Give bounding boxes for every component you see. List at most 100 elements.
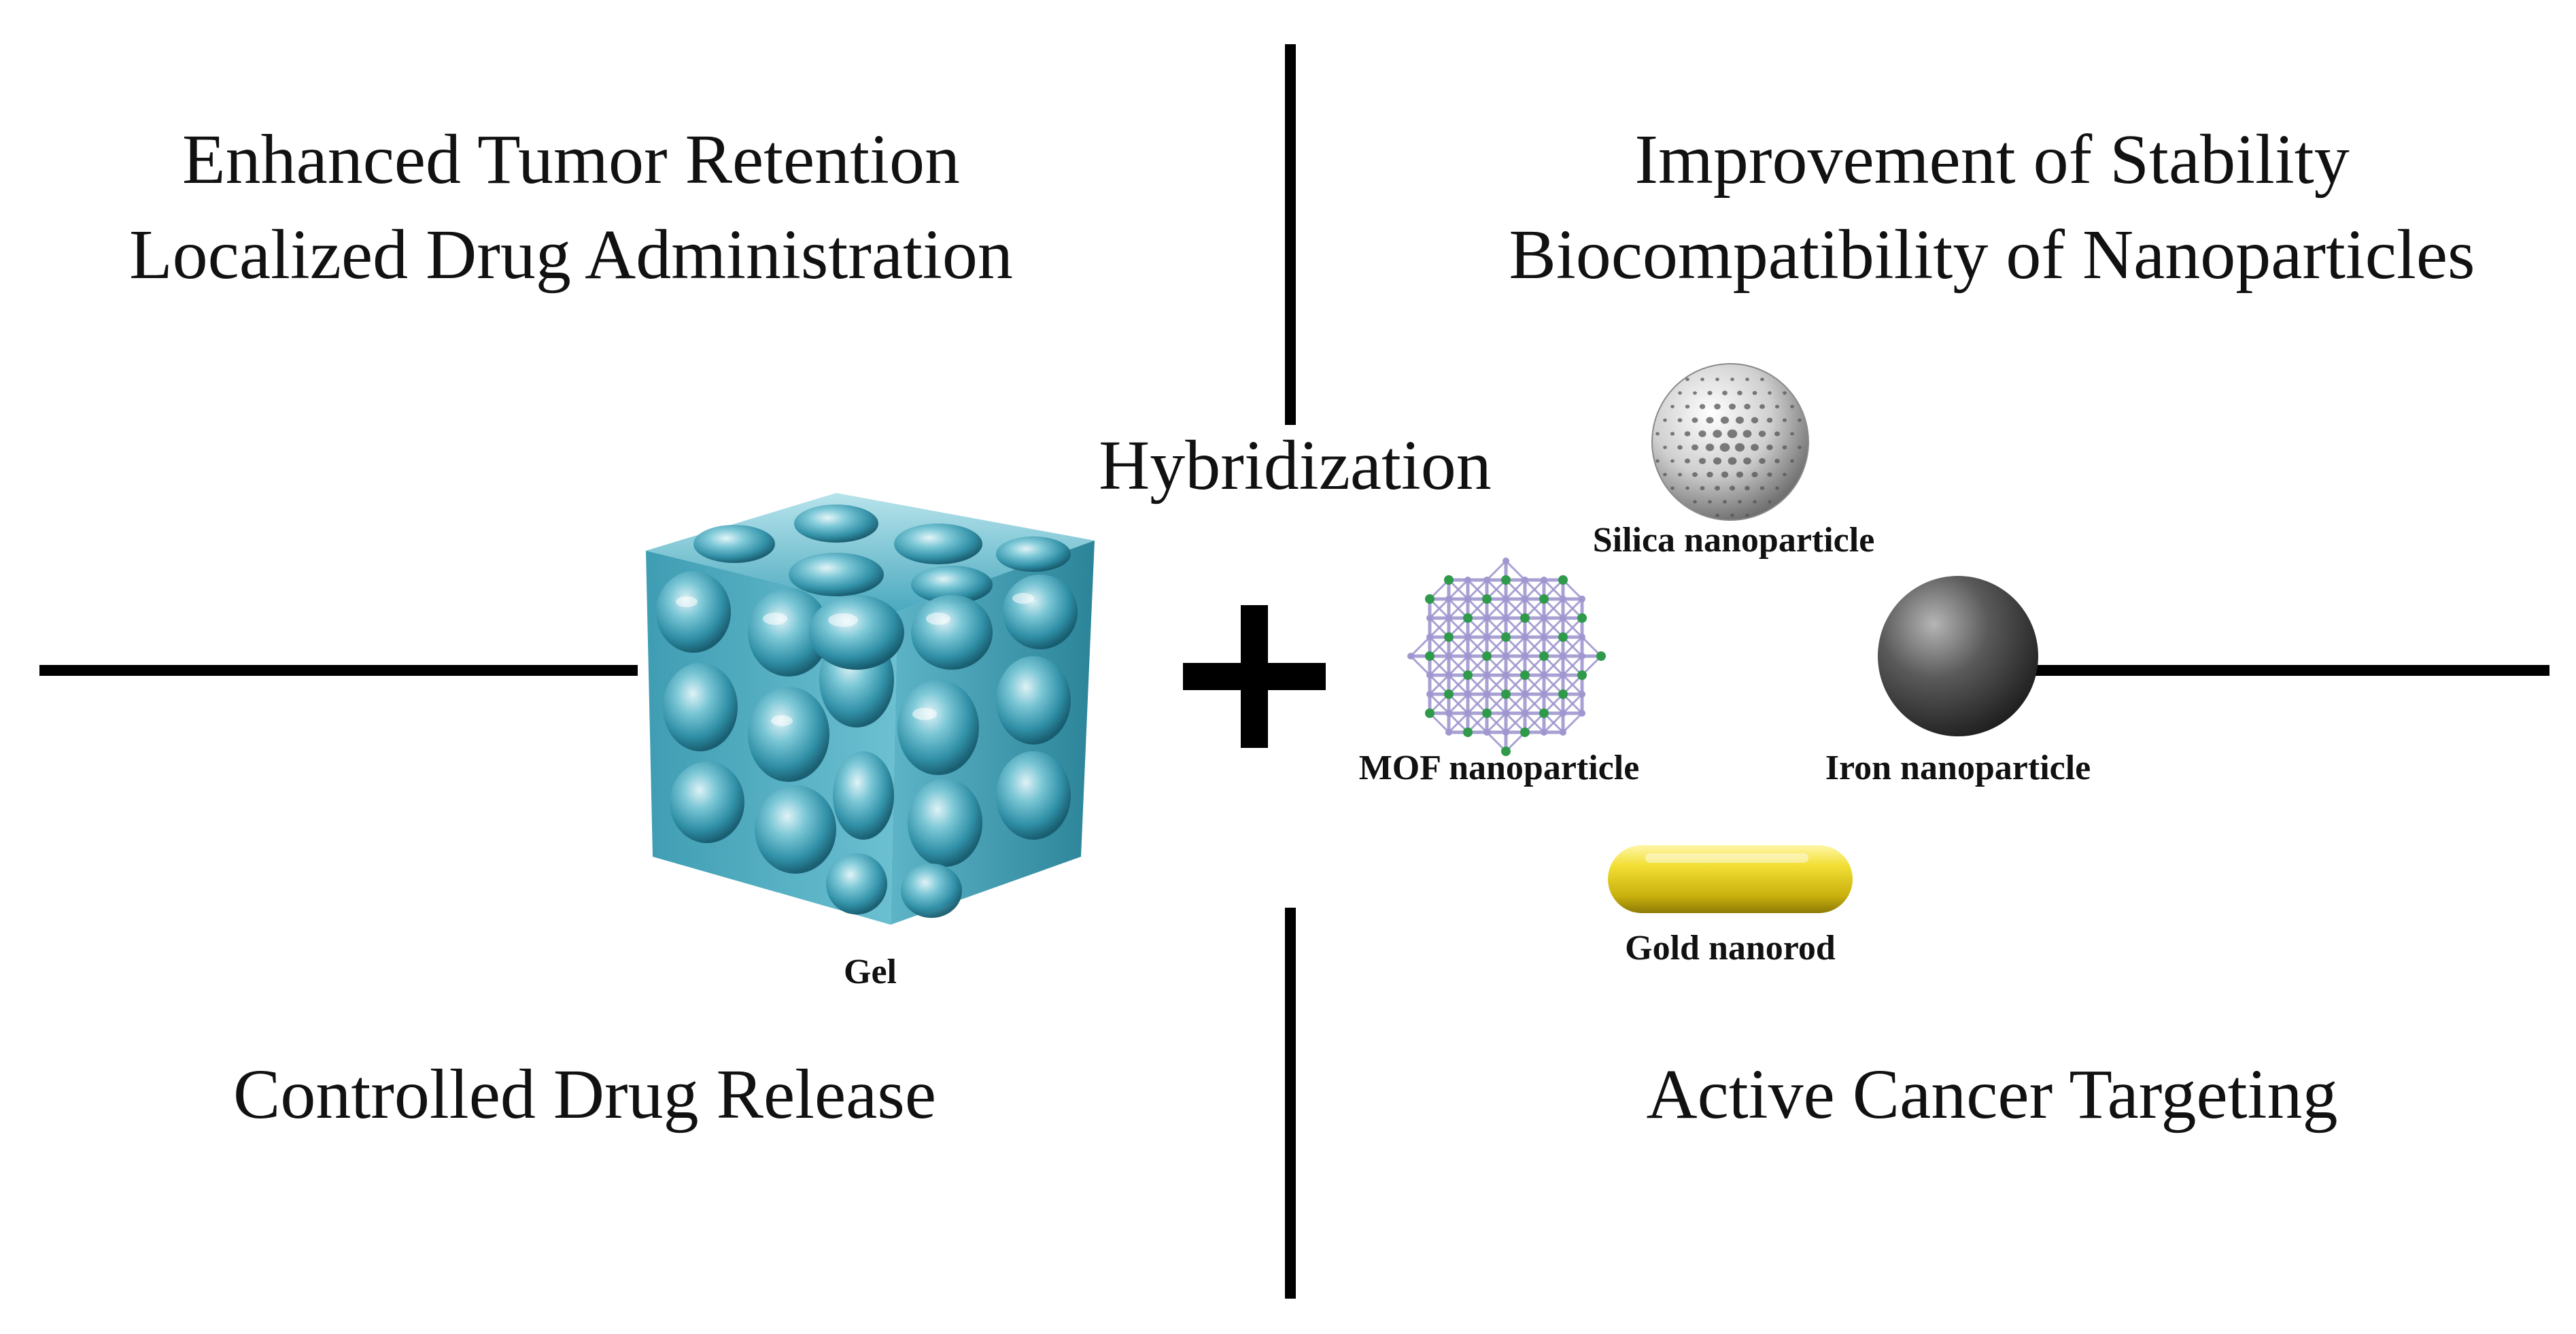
silica-pore [1663, 418, 1667, 422]
mof-node [1522, 691, 1528, 698]
silica-pore [1705, 443, 1715, 451]
mof-node [1426, 634, 1433, 640]
mof-node [1425, 651, 1435, 661]
silica-pore [1745, 513, 1749, 517]
mof-node [1541, 672, 1547, 679]
silica-pore [1670, 432, 1675, 436]
silica-pore [1706, 471, 1713, 478]
silica-pore [1713, 457, 1722, 465]
silica-pore [1693, 391, 1697, 395]
silica-pore [1655, 432, 1660, 436]
quadrant-top-left-title: Enhanced Tumor Retention Localized Drug … [27, 112, 1115, 303]
mof-bond [1409, 655, 1431, 677]
mof-bond [1543, 598, 1564, 619]
mof-node [1520, 670, 1530, 680]
vertical-divider-top [1285, 44, 1296, 425]
mof-node [1560, 653, 1566, 660]
mof-bond [1447, 693, 1469, 715]
mof-bond [1447, 712, 1469, 734]
mof-node [1444, 632, 1454, 642]
mof-bond [1486, 617, 1507, 638]
silica-pore [1721, 471, 1729, 478]
mof-node [1464, 691, 1471, 698]
mof-node [1482, 594, 1492, 604]
vertical-divider-bottom [1285, 908, 1296, 1299]
mof-nanoparticle-label: MOF nanoparticle [1358, 749, 1640, 787]
silica-pore [1768, 391, 1772, 395]
silica-pore [1700, 377, 1704, 381]
mof-node [1502, 596, 1509, 602]
silica-pore [1698, 458, 1706, 464]
silica-pore [1730, 377, 1734, 381]
silica-pore [1782, 418, 1787, 422]
mof-node [1463, 613, 1473, 623]
mof-node [1426, 691, 1433, 698]
silica-pore [1742, 430, 1752, 438]
mof-node [1501, 632, 1511, 642]
title-controlled-drug-release: Controlled Drug Release [233, 1055, 936, 1133]
silica-pore [1782, 445, 1787, 449]
mof-bond [1505, 636, 1526, 657]
mof-node [1539, 594, 1549, 604]
mof-node [1483, 729, 1490, 736]
title-biocompatibility-of-nanoparticles: Biocompatibility of Nanoparticles [1509, 216, 2475, 294]
silica-pore [1684, 458, 1691, 464]
mof-node [1560, 672, 1566, 679]
mof-node [1445, 596, 1452, 602]
mof-bond [1486, 655, 1507, 677]
silica-pore [1698, 430, 1706, 437]
horizontal-divider-left [39, 665, 638, 676]
mof-node [1444, 575, 1454, 585]
mof-bond [1447, 655, 1469, 677]
silica-pore [1655, 459, 1660, 463]
mof-bond [1486, 674, 1507, 696]
silica-pore [1670, 405, 1675, 409]
silica-pore [1798, 418, 1802, 422]
mof-bond [1562, 693, 1583, 715]
mof-bond [1524, 636, 1545, 657]
mof-node [1445, 710, 1452, 717]
mof-node [1522, 710, 1528, 717]
mof-node [1539, 651, 1549, 661]
mof-node [1482, 708, 1492, 718]
silica-pore [1783, 473, 1787, 477]
mof-bond [1486, 598, 1507, 619]
mof-bond [1505, 579, 1526, 600]
silica-pore [1692, 472, 1698, 477]
silica-pore [1715, 377, 1719, 381]
mof-bond [1505, 598, 1526, 619]
silica-pore [1759, 458, 1766, 464]
mof-bond [1543, 712, 1564, 734]
silica-pore [1738, 500, 1742, 504]
mof-node [1541, 577, 1547, 583]
mof-node [1464, 634, 1471, 640]
silica-pore [1677, 418, 1683, 422]
silica-pore [1707, 390, 1713, 396]
quadrant-bottom-left-title: Controlled Drug Release [27, 1047, 1142, 1142]
silica-pore [1729, 485, 1736, 491]
gel-cube-illustration [646, 493, 1095, 925]
silica-pore [1684, 431, 1691, 437]
mof-bond [1409, 636, 1431, 657]
title-localized-drug-administration: Localized Drug Administration [129, 216, 1013, 294]
title-active-cancer-targeting: Active Cancer Targeting [1646, 1055, 2338, 1133]
silica-pore [1685, 405, 1690, 409]
plus-icon [1183, 605, 1326, 748]
mof-bond [1524, 579, 1545, 600]
mof-bond [1524, 693, 1545, 715]
silica-pore [1722, 390, 1728, 396]
mof-node [1541, 634, 1547, 640]
mof-node [1558, 689, 1568, 699]
silica-pore [1730, 513, 1734, 517]
mof-node [1501, 747, 1511, 756]
mof-node [1483, 634, 1490, 640]
silica-pore [1728, 457, 1737, 465]
mof-node [1541, 729, 1547, 736]
mof-bond [1543, 674, 1564, 696]
mof-node [1577, 613, 1587, 623]
mof-bond [1505, 693, 1526, 715]
silica-pore [1663, 445, 1667, 449]
silica-pore [1727, 429, 1738, 439]
mof-node [1596, 651, 1606, 661]
mof-node [1560, 729, 1566, 736]
